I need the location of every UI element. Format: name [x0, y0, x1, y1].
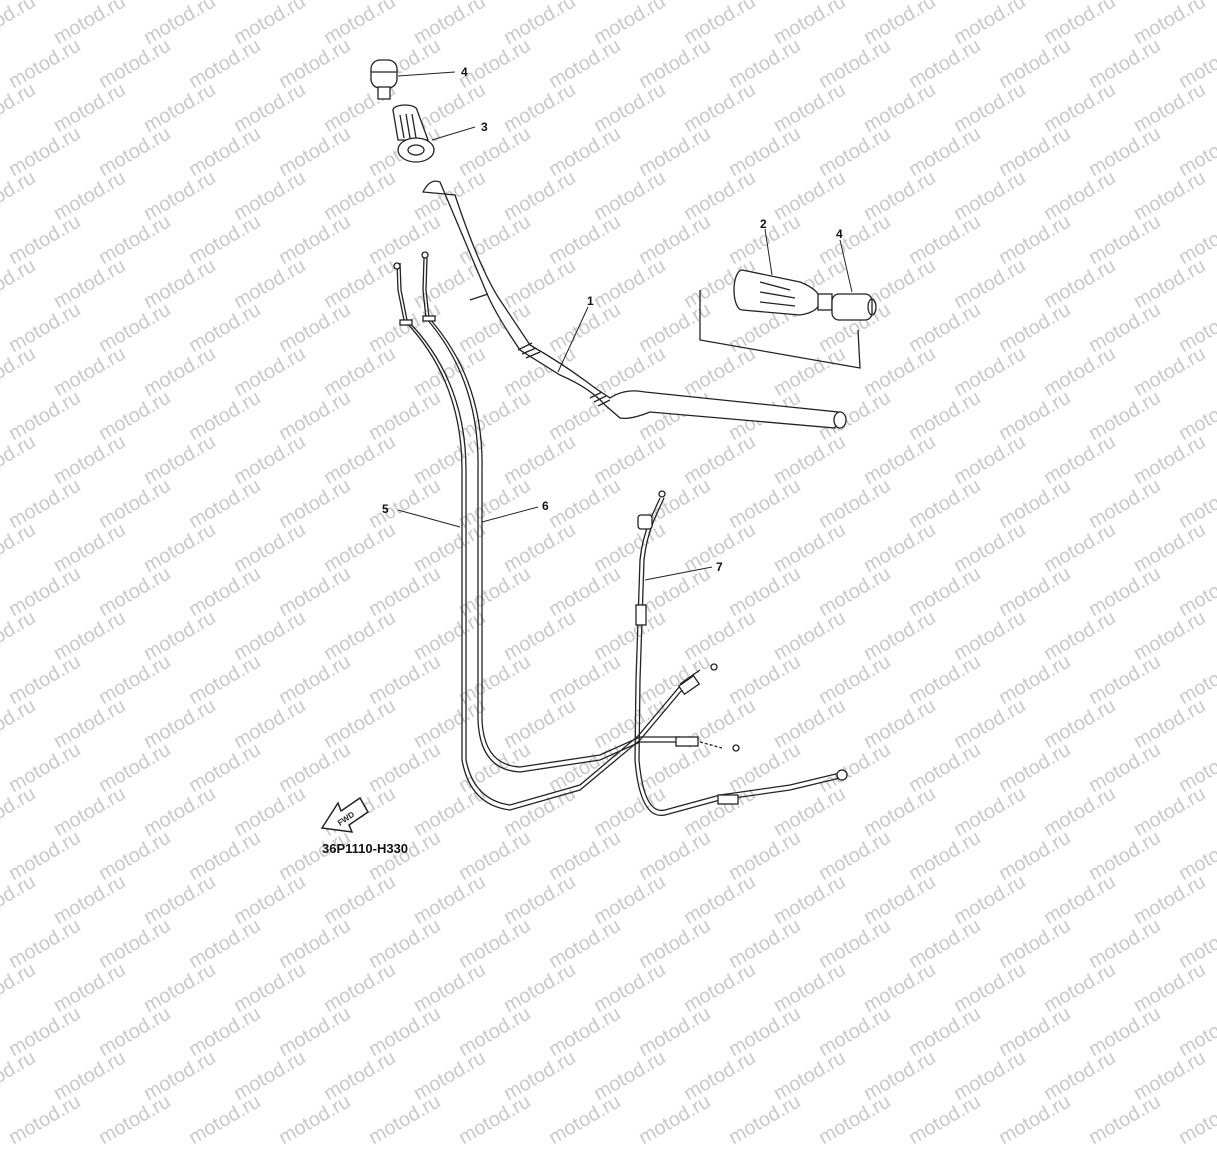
watermark-text: motod.ru	[725, 914, 805, 974]
watermark-text: motod.ru	[500, 1046, 580, 1106]
watermark-text: motod.ru	[365, 1090, 445, 1150]
watermark-text: motod.ru	[5, 1002, 85, 1062]
watermark-text: motod.ru	[635, 914, 715, 974]
watermark-text: motod.ru	[950, 1046, 1030, 1106]
watermark-text: motod.ru	[455, 1090, 535, 1150]
watermark-text: motod.ru	[815, 914, 895, 974]
watermark-text: motod.ru	[95, 1090, 175, 1150]
watermark-text: motod.ru	[320, 1046, 400, 1106]
callout-7: 7	[716, 560, 723, 574]
watermark-text: motod.ru	[230, 1046, 310, 1106]
watermark-text: motod.ru	[0, 958, 40, 1018]
watermark-text: motod.ru	[5, 1090, 85, 1150]
watermark-text: motod.ru	[1175, 1002, 1217, 1062]
leader-lines	[397, 71, 853, 581]
callout-6: 6	[542, 499, 549, 513]
watermark-text: motod.ru	[905, 914, 985, 974]
callout-5: 5	[382, 502, 389, 516]
watermark-text: motod.ru	[365, 914, 445, 974]
watermark-text: motod.ru	[950, 958, 1030, 1018]
watermark-text: motod.ru	[590, 958, 670, 1018]
grip-left	[392, 104, 435, 163]
watermark-text: motod.ru	[545, 1002, 625, 1062]
watermark-text: motod.ru	[230, 958, 310, 1018]
watermark-text: motod.ru	[410, 1046, 490, 1106]
callout-2: 2	[760, 217, 767, 231]
clutch-cable	[634, 490, 848, 816]
watermark-text: motod.ru	[860, 958, 940, 1018]
watermark-text: motod.ru	[185, 1002, 265, 1062]
watermark-text: motod.ru	[545, 1090, 625, 1150]
handlebar	[421, 180, 847, 429]
callout-4-top: 4	[461, 65, 468, 79]
watermark-text: motod.ru	[50, 958, 130, 1018]
grip-end-left	[370, 59, 398, 100]
callout-3: 3	[481, 120, 488, 134]
figure-code: 36P1110-H330	[322, 841, 409, 856]
watermark-text: motod.ru	[545, 914, 625, 974]
watermark-text: motod.ru	[815, 1090, 895, 1150]
watermark-text: motod.ru	[185, 1090, 265, 1150]
watermark-text: motod.ru	[635, 1090, 715, 1150]
watermark-text: motod.ru	[5, 914, 85, 974]
parts-diagram: 4 3 1 2 4 5 6 7 FWD	[320, 59, 877, 833]
throttle-cable-2	[421, 251, 740, 773]
watermark-text: motod.ru	[1040, 958, 1120, 1018]
watermark-text: motod.ru	[860, 1046, 940, 1106]
watermark-text: motod.ru	[95, 914, 175, 974]
callout-4-right: 4	[836, 227, 843, 241]
watermark-text: motod.ru	[275, 914, 355, 974]
watermark-text: motod.ru	[905, 1090, 985, 1150]
watermark-text: motod.ru	[815, 1002, 895, 1062]
watermark-text: motod.ru	[1085, 1002, 1165, 1062]
watermark-text: motod.ru	[1085, 1090, 1165, 1150]
watermark-text: motod.ru	[140, 958, 220, 1018]
watermark-text: motod.ru	[905, 1002, 985, 1062]
throttle-cable-1	[393, 262, 718, 811]
fwd-arrow	[320, 796, 369, 833]
grip-right-group	[699, 269, 877, 369]
watermark-text: motod.ru	[1130, 1046, 1210, 1106]
watermark-text: motod.ru	[0, 1046, 40, 1106]
watermark-text: motod.ru	[680, 1046, 760, 1106]
watermark-text: motod.ru	[140, 1046, 220, 1106]
watermark-text: motod.ru	[770, 1046, 850, 1106]
watermark-text: motod.ru	[365, 1002, 445, 1062]
watermark-text: motod.ru	[95, 1002, 175, 1062]
watermark-text: motod.ru	[50, 1046, 130, 1106]
watermark-text: motod.ru	[995, 1002, 1075, 1062]
watermark-text: motod.ru	[995, 1090, 1075, 1150]
watermark-text: motod.ru	[500, 958, 580, 1018]
watermark-text: motod.ru	[680, 958, 760, 1018]
watermark-text: motod.ru	[725, 1090, 805, 1150]
watermark-text: motod.ru	[635, 1002, 715, 1062]
watermark-text: motod.ru	[275, 1002, 355, 1062]
watermark-text: motod.ru	[185, 914, 265, 974]
watermark-text: motod.ru	[1130, 958, 1210, 1018]
watermark-text: motod.ru	[1175, 914, 1217, 974]
watermark-text: motod.ru	[1175, 1090, 1217, 1150]
watermark-text: motod.ru	[1085, 914, 1165, 974]
watermark-text: motod.ru	[455, 914, 535, 974]
watermark-text: motod.ru	[1040, 1046, 1120, 1106]
watermark-text: motod.ru	[275, 1090, 355, 1150]
watermark-text: motod.ru	[410, 958, 490, 1018]
watermark-text: motod.ru	[725, 1002, 805, 1062]
callout-1: 1	[587, 294, 594, 308]
watermark-text: motod.ru	[995, 914, 1075, 974]
watermark-text: motod.ru	[770, 958, 850, 1018]
watermark-text: motod.ru	[320, 958, 400, 1018]
watermark-text: motod.ru	[455, 1002, 535, 1062]
watermark-text: motod.ru	[590, 1046, 670, 1106]
